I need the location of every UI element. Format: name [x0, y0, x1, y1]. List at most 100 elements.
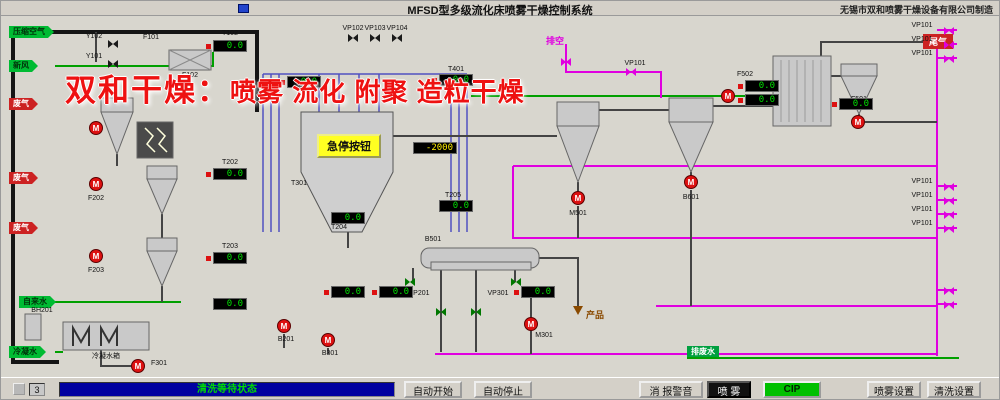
equipment-tag: VP301: [487, 290, 509, 297]
equipment-tag: F203: [88, 267, 104, 274]
alarm-dot: [738, 98, 743, 103]
alarm-dot: [738, 84, 743, 89]
valve[interactable]: [436, 308, 446, 316]
equipment-tag: T205: [445, 192, 461, 199]
equipment-tag: VP101: [911, 220, 933, 227]
valve[interactable]: [370, 34, 380, 42]
cip-button[interactable]: CIP: [763, 381, 821, 398]
alarm-dot: [514, 290, 519, 295]
equipment-tag: T202: [222, 159, 238, 166]
valve[interactable]: [944, 287, 954, 295]
condensate-tank: [62, 321, 150, 351]
pump-motor[interactable]: M: [89, 177, 103, 191]
electric-heater: [136, 121, 174, 159]
valve[interactable]: [944, 27, 954, 35]
value-display: 0.0: [372, 286, 413, 298]
equipment-tag: T102: [222, 30, 238, 37]
valve[interactable]: [108, 40, 118, 48]
product-arrow: [573, 306, 583, 315]
alarm-dot: [280, 80, 285, 85]
source-label: 压缩空气: [9, 26, 54, 38]
spray-settings-button[interactable]: 喷雾设置: [867, 381, 921, 398]
cyclone-4: [556, 101, 600, 184]
manufacturer-label: 无锡市双和喷雾干燥设备有限公司制造: [839, 5, 993, 15]
pump-motor[interactable]: M: [721, 89, 735, 103]
valve[interactable]: [944, 41, 954, 49]
heater-zigzag: [144, 127, 168, 153]
air-heater-cross: [168, 49, 212, 71]
pump-motor[interactable]: M: [321, 333, 335, 347]
valve[interactable]: [108, 60, 118, 68]
equipment-tag: Y102: [85, 33, 103, 40]
valve[interactable]: [561, 58, 571, 66]
value-display: 0.0: [738, 94, 779, 106]
value-display: 0.0: [280, 76, 321, 88]
value-display: 0.0: [514, 286, 555, 298]
valve[interactable]: [944, 225, 954, 233]
equipment-tag: B301: [321, 350, 339, 357]
value-display: 0.0: [206, 252, 247, 264]
value-display: 0.0: [432, 74, 473, 86]
mute-alarm-button[interactable]: 消 报警音: [639, 381, 703, 398]
equipment-tag: T401: [448, 66, 464, 73]
pump-motor[interactable]: M: [89, 249, 103, 263]
equipment-tag: VP101: [911, 36, 933, 43]
valve[interactable]: [944, 211, 954, 219]
cyclone-6: [840, 63, 878, 116]
valve[interactable]: [944, 197, 954, 205]
spray-button[interactable]: 喷 雾: [707, 381, 751, 398]
alarm-dot: [206, 172, 211, 177]
equipment-tag: T204: [331, 224, 347, 231]
printer-icon[interactable]: [13, 383, 25, 395]
alarm-dot: [832, 102, 837, 107]
valve[interactable]: [944, 183, 954, 191]
pump-motor[interactable]: M: [277, 319, 291, 333]
value-display: 0.0: [213, 298, 247, 310]
valve[interactable]: [626, 68, 636, 76]
pump-motor[interactable]: M: [89, 121, 103, 135]
valve[interactable]: [471, 308, 481, 316]
value-display: 0.0: [206, 40, 247, 52]
valve[interactable]: [944, 55, 954, 63]
value-display: 0.0: [439, 200, 473, 212]
equipment-tag: VP101: [624, 60, 646, 67]
equipment-tag: VP104: [386, 25, 408, 32]
source-label: 废气: [9, 222, 38, 234]
page-indicator: 3: [29, 383, 45, 396]
cyclone-3: [146, 237, 178, 288]
title-bar: MFSD型多级流化床喷雾干燥控制系统 无锡市双和喷雾干燥设备有限公司制造: [1, 1, 999, 17]
equipment-tag: VP101: [911, 178, 933, 185]
fluid-bed-lower: [430, 261, 532, 271]
clean-settings-button[interactable]: 清洗设置: [927, 381, 981, 398]
valve[interactable]: [511, 278, 521, 286]
bag-filter: [772, 55, 832, 127]
valve[interactable]: [405, 278, 415, 286]
auto-start-button[interactable]: 自动开始: [404, 381, 462, 398]
buttons-container: 自动开始自动停止 消 报警音喷 雾 CIP 喷雾设置清洗设置: [1, 378, 999, 399]
main-air-duct: [11, 30, 259, 364]
equipment-tag: F502: [737, 71, 753, 78]
cyclone-5: [668, 97, 714, 174]
emergency-stop-button[interactable]: 急停按钮: [317, 134, 381, 158]
pipes-equipment-layer: [11, 29, 959, 367]
valve[interactable]: [392, 34, 402, 42]
pump-motor[interactable]: M: [131, 359, 145, 373]
auto-stop-button[interactable]: 自动停止: [474, 381, 532, 398]
source-label: 废气: [9, 172, 38, 184]
value-display: 0.0: [738, 80, 779, 92]
equipment-tag: M301: [535, 332, 553, 339]
valve[interactable]: [348, 34, 358, 42]
valve[interactable]: [944, 301, 954, 309]
pump-motor[interactable]: M: [851, 115, 865, 129]
equipment-tag: T203: [222, 243, 238, 250]
equipment-tag: B501: [424, 236, 442, 243]
value-display: 0.0: [324, 286, 365, 298]
equipment-tag: M501: [569, 210, 587, 217]
equipment-tag: F101: [143, 34, 159, 41]
pump-motor[interactable]: M: [571, 191, 585, 205]
pump-motor[interactable]: M: [684, 175, 698, 189]
pump-motor[interactable]: M: [524, 317, 538, 331]
